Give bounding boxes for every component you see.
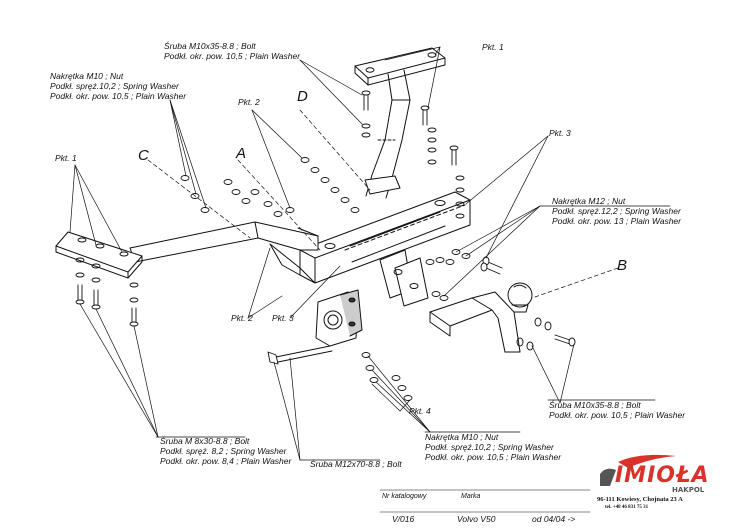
callout-nut-bottom-line-3: Podkł. okr. pow. 10,5 ; Plain Washer	[425, 452, 562, 462]
catalog-label: Nr katalogowy	[382, 493, 427, 500]
callout-bolt-m8-line-2: Podkł. spręż. 8,2 ; Spring Washer	[160, 446, 287, 456]
callout-bolt-m12: Śruba M12x70-8.8 ; Bolt	[310, 459, 402, 469]
left-plate	[55, 231, 143, 279]
callout-bolt-m8-line-1: Śruba M 8x30-8.8 ; Bolt	[160, 436, 250, 446]
callout-nut-left-line-2: Podkł. spręż.10,2 ; Spring Washer	[50, 81, 179, 91]
point-1-left: Pkt. 1	[55, 153, 77, 163]
callout-nut-m12-line-3: Podkł. okr. pow. 13 ; Plain Washer	[552, 216, 681, 226]
callout-bolt-top-line-1: Śruba M10x35-8.8 ; Bolt	[164, 41, 256, 51]
part-letter-b: B	[617, 257, 628, 274]
company-logo-sub: HAKPOL	[672, 486, 705, 494]
point-2-bottom: Pkt. 2	[231, 313, 253, 323]
part-letter-c: C	[138, 147, 149, 164]
part-letter-a: A	[236, 145, 247, 162]
left-arm-c	[129, 221, 319, 284]
point-2-top: Pkt. 2	[238, 97, 260, 107]
callout-bolt-m8-line-3: Podkł. okr. pow. 8,4 ; Plain Washer	[160, 456, 292, 466]
callout-bolt-top: Śruba M10x35-8.8 ; Bolt Podkł. okr. pow.…	[164, 41, 300, 61]
point-4: Pkt. 4	[409, 406, 431, 416]
company-logo: IMIOŁA	[615, 463, 710, 488]
fasteners	[75, 90, 576, 401]
callout-nut-left-line-3: Podkł. okr. pow. 10,5 ; Plain Washer	[50, 91, 187, 101]
leader-lines	[69, 46, 671, 461]
callout-bolt-m8: Śruba M 8x30-8.8 ; Bolt Podkł. spręż. 8,…	[160, 436, 291, 466]
callout-nut-m12-line-1: Nakrętka M12 ; Nut	[552, 196, 626, 206]
callout-bolt-right-line-2: Podkł. okr. pow. 10,5 ; Plain Washer	[549, 410, 686, 420]
point-3-bottom: Pkt. 3	[272, 313, 294, 323]
callout-nut-bottom-line-1: Nakrętka M10 ; Nut	[425, 432, 499, 442]
part-letter-d: D	[297, 88, 308, 105]
brand-label: Marka	[461, 493, 481, 500]
date-range: od 04/04 ->	[532, 514, 576, 524]
callout-nut-m12: Nakrętka M12 ; Nut Podkł. spręż.12,2 ; S…	[552, 196, 681, 226]
brand-value: Volvo V50	[457, 514, 496, 524]
point-3-right: Pkt. 3	[549, 128, 571, 138]
footer-rules	[379, 489, 591, 513]
cross-bar-a	[299, 191, 471, 284]
callout-nut-bottom: Nakrętka M10 ; Nut Podkł. spręż.10,2 ; S…	[425, 432, 561, 462]
callout-bolt-top-line-2: Podkł. okr. pow. 10,5 ; Plain Washer	[164, 51, 301, 61]
socket-plate	[315, 289, 363, 347]
catalog-value: V/016	[392, 514, 415, 524]
callout-nut-m12-line-2: Podkł. spręż.12,2 ; Spring Washer	[552, 206, 681, 216]
tow-ball-b	[429, 282, 533, 353]
company-address: 96-111 Kowiesy, Chojnata 23 A	[597, 496, 683, 503]
top-bracket-d	[354, 47, 446, 199]
point-1-top: Pkt. 1	[482, 42, 504, 52]
callout-bolt-right: Śruba M10x35-8.8 ; Bolt Podkł. okr. pow.…	[549, 400, 685, 420]
callout-nut-left: Nakrętka M10 ; Nut Podkł. spręż.10,2 ; S…	[50, 71, 186, 101]
callout-nut-left-line-1: Nakrętka M10 ; Nut	[50, 71, 124, 81]
callout-nut-bottom-line-2: Podkł. spręż.10,2 ; Spring Washer	[425, 442, 554, 452]
company-phone: tel. +48 46 831 75 31	[605, 505, 649, 510]
callout-bolt-right-line-1: Śruba M10x35-8.8 ; Bolt	[549, 400, 641, 410]
logo-swoosh	[600, 454, 676, 486]
side-brackets	[379, 249, 429, 307]
